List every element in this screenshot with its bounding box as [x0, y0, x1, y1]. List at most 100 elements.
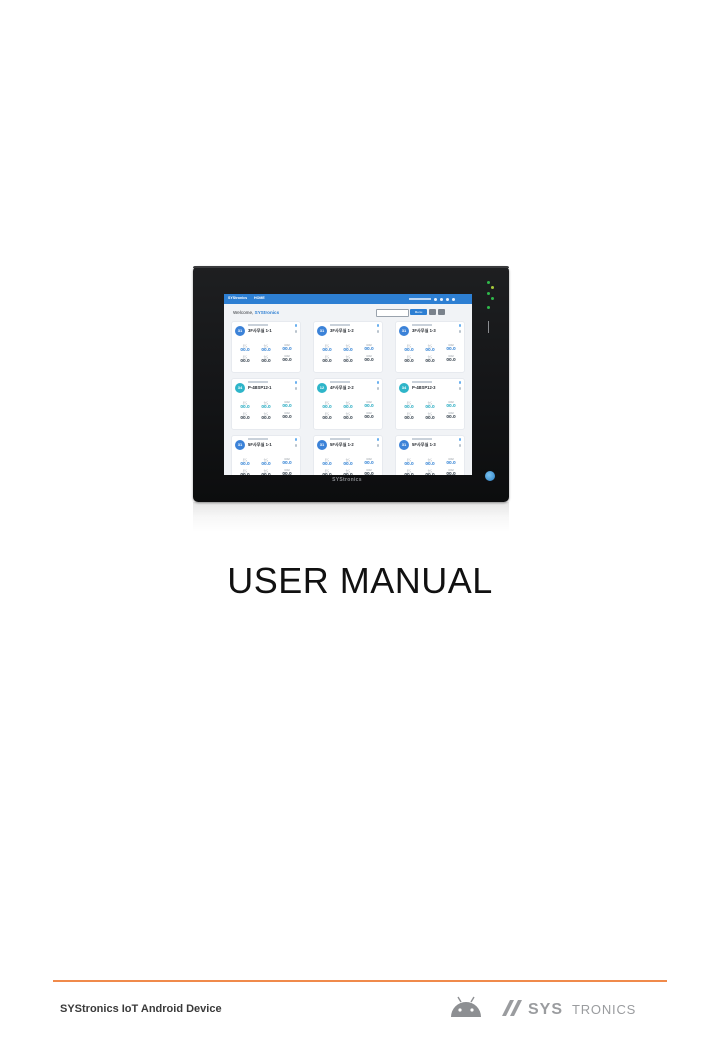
reading-label: 온도	[406, 459, 412, 462]
reading-value: 00.0	[343, 405, 353, 410]
reading-value: 00.0	[322, 405, 332, 410]
welcome-text: Welcome, SYStronics	[233, 310, 279, 315]
reading-value: 00.0	[282, 461, 292, 466]
screen-search-input[interactable]	[376, 309, 409, 317]
card-icon: 34	[235, 383, 245, 393]
reading-label: 습도	[345, 356, 351, 359]
card-menu-dot[interactable]	[294, 387, 297, 390]
reading-value: 00.0	[240, 416, 250, 421]
screen-view-button[interactable]	[438, 309, 445, 315]
reading-label: 온도	[406, 356, 412, 359]
card-status-dot	[294, 381, 297, 384]
card-menu-dot[interactable]	[376, 444, 379, 447]
reading-label: 온도	[242, 459, 248, 462]
reading-value: 00.0	[261, 416, 271, 421]
card-menu-dot[interactable]	[376, 330, 379, 333]
reading-value: 00.0	[282, 415, 292, 420]
screen-nav-home[interactable]: HOME	[254, 296, 265, 300]
reading-label: CO2	[366, 344, 372, 347]
welcome-name: SYStronics	[254, 310, 280, 315]
screen-view-button[interactable]	[429, 309, 436, 315]
reading-value: 00.0	[404, 416, 414, 421]
reading-label: CO2	[366, 412, 372, 415]
card-status-dot	[376, 381, 379, 384]
card-name: 5F사무실 1-3	[412, 442, 436, 447]
status-led	[491, 297, 494, 300]
reading-label: CO2	[284, 469, 290, 472]
card-name: 3F사무실 1-2	[330, 328, 354, 333]
logo-wordmark-tronics: TRONICS	[572, 1002, 636, 1017]
device-photo: ‹ SYStronics HOME Welcome, SYStronics Me…	[193, 266, 509, 502]
card-menu-dot[interactable]	[458, 387, 461, 390]
welcome-prefix: Welcome,	[233, 310, 254, 315]
reading-value: 00.0	[446, 472, 456, 475]
card-menu-dot[interactable]	[458, 330, 461, 333]
reading-label: 습도	[427, 459, 433, 462]
reading-value: 00.0	[261, 348, 271, 353]
card-menu-dot[interactable]	[294, 330, 297, 333]
reading-label: 습도	[263, 413, 269, 416]
screen-menu-button[interactable]: Menu	[410, 309, 427, 315]
home-button[interactable]	[485, 471, 495, 481]
card-menu-dot[interactable]	[458, 444, 461, 447]
card-name: 4F사무실 2-2	[330, 385, 354, 390]
reading-label: 온도	[242, 470, 248, 473]
footer-rule	[53, 980, 667, 982]
reading-value: 00.0	[343, 359, 353, 364]
card-status-dot	[458, 381, 461, 384]
reading-value: 00.0	[317, 473, 337, 475]
settings-icon[interactable]	[440, 297, 443, 301]
card-subtitle-bar	[330, 438, 350, 440]
user-icon[interactable]	[446, 297, 449, 301]
power-icon[interactable]	[452, 297, 455, 301]
reading-value: 00.0	[282, 404, 292, 409]
reading-label: CO2	[448, 412, 454, 415]
reading-value: 00.0	[425, 416, 435, 421]
reading-label: 온도	[406, 413, 412, 416]
footer-text: SYStronics IoT Android Device	[60, 1003, 222, 1015]
reading-label: 온도	[324, 470, 330, 473]
reading-value: 00.0	[420, 473, 440, 475]
reading-value: 00.0	[343, 348, 353, 353]
reading-value: 00.0	[404, 405, 414, 410]
card-icon: 31	[317, 440, 327, 450]
card-name: 5F사무실 1-1	[248, 442, 272, 447]
card-menu-dot[interactable]	[376, 387, 379, 390]
reading-label: 습도	[263, 402, 269, 405]
status-led	[491, 286, 494, 289]
card-menu-dot[interactable]	[294, 444, 297, 447]
reading-label: 습도	[427, 345, 433, 348]
card-status-dot	[458, 438, 461, 441]
reading-value: 00.0	[425, 405, 435, 410]
card-name: P-4BSP12-1	[248, 385, 272, 390]
reading-value: 00.0	[446, 415, 456, 420]
